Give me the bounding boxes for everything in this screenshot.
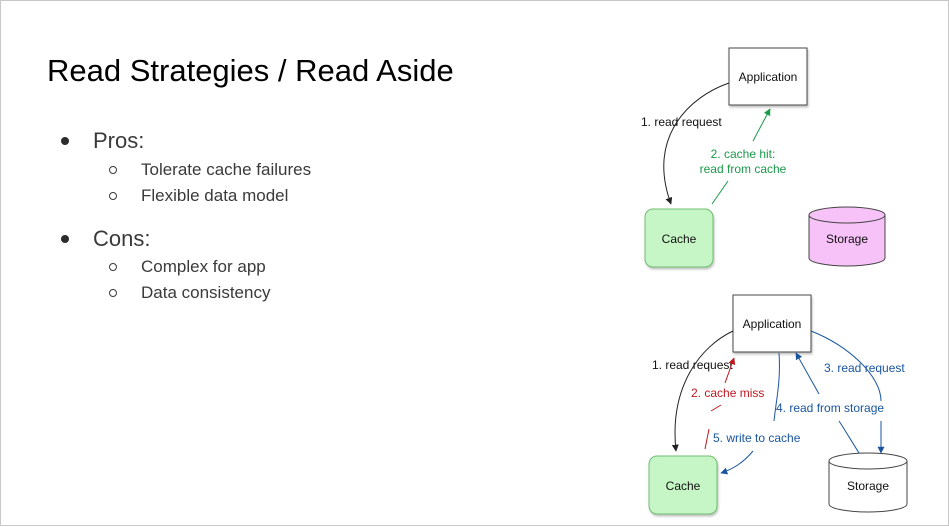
bullet-dot-icon [61,137,69,145]
sub-bullet-ring-icon [109,192,117,200]
storage-cylinder [828,452,908,513]
read-from-storage-label: 4. read from storage [776,401,884,415]
application-box [732,294,812,353]
cache-hit-label-1: 2. cache hit: [711,147,776,161]
cache-box [648,455,718,515]
read-request-label: 1. read request [652,358,733,372]
cache-hit-arrow-lower [711,180,729,205]
sub-bullet-ring-icon [109,289,117,297]
write-to-cache-arrow-lower [720,450,754,475]
application-label: Application [743,317,802,331]
sub-bullet-ring-icon [109,263,117,271]
cache-label: Cache [666,479,701,493]
sub-bullet-ring-icon [109,166,117,174]
application-box [728,47,808,106]
cons-label: Cons: [93,226,151,251]
storage-read-request-arrow-upper [810,330,882,402]
slide-title: Read Strategies / Read Aside [47,53,454,88]
cache-miss-arrow-lower [704,428,710,450]
storage-label: Storage [826,232,868,246]
write-to-cache-arrow-upper [773,352,780,422]
cache-miss-diagram: Application Cache Storage 1. read reques… [648,294,908,515]
read-from-storage-arrow-lower [838,420,860,454]
read-from-storage-arrow-upper [795,352,820,395]
read-request-arrow [663,82,730,205]
cache-hit-diagram: Application Cache Storage 1. read reques… [641,47,886,268]
storage-label: Storage [847,479,889,493]
pros-label: Pros: [93,128,145,153]
cache-hit-label-2: read from cache [700,162,787,176]
cache-miss-arrow-mid [710,404,722,412]
cache-hit-arrow-upper [752,108,771,142]
application-label: Application [739,70,798,84]
read-request-label: 1. read request [641,115,722,129]
cache-miss-arrow-upper [724,357,736,384]
write-to-cache-label: 5. write to cache [713,431,801,445]
storage-read-request-label: 3. read request [824,361,905,375]
pros-item-label: Tolerate cache failures [141,160,312,179]
storage-cylinder [808,206,886,267]
bullet-dot-icon [61,235,69,243]
cache-box [644,208,714,268]
cache-label: Cache [662,232,697,246]
read-request-arrow [671,330,734,452]
pros-item-label: Flexible data model [141,186,289,205]
cons-item-label: Complex for app [141,257,266,276]
cons-item-label: Data consistency [141,283,271,302]
cache-miss-label: 2. cache miss [691,386,764,400]
